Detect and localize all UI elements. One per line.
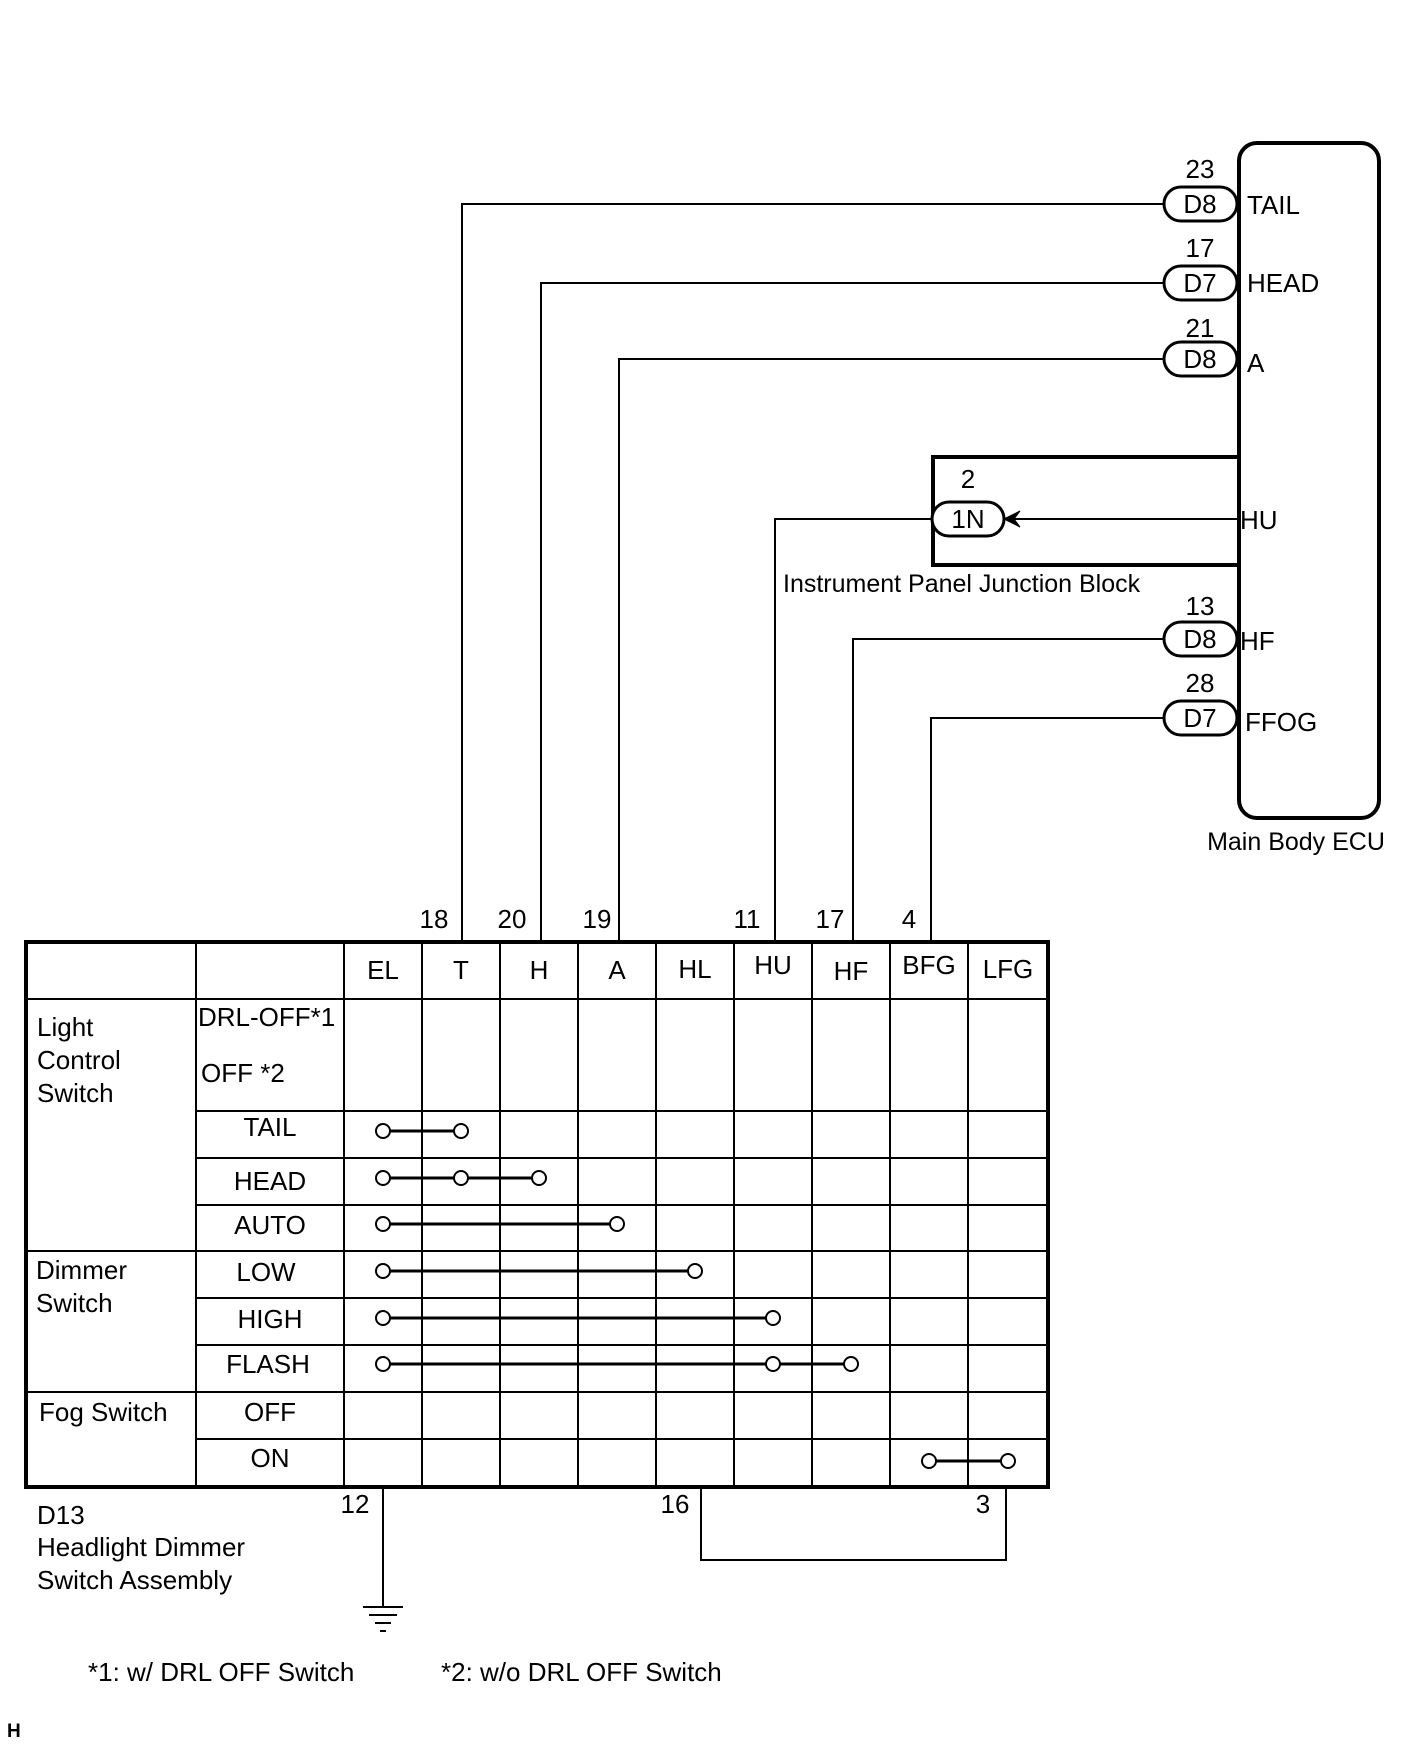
connector-d8-tail — [1162, 185, 1239, 223]
continuity-dot-low-el — [375, 1263, 391, 1279]
switch-pin-20: 20 — [498, 904, 527, 934]
note-1: *1: w/ DRL OFF Switch — [88, 1657, 354, 1687]
continuity-dot-head-t — [453, 1170, 469, 1186]
continuity-dot-low-hl — [687, 1263, 703, 1279]
switch-pin-11: 11 — [734, 904, 761, 934]
row-label-off: OFF — [244, 1397, 296, 1427]
continuity-dot-auto-a — [609, 1216, 625, 1232]
wire-hu-switch — [774, 518, 932, 942]
wire-head — [540, 282, 1164, 942]
ecu-pin-13: 13 — [1186, 591, 1215, 621]
continuity-dot-flash-hu — [765, 1356, 781, 1372]
switch-table-grid — [26, 942, 1048, 1487]
connector-d8-hf — [1162, 620, 1239, 658]
continuity-dot-high-el — [375, 1310, 391, 1326]
row-label-on: ON — [251, 1443, 290, 1473]
group-dimmer-1: Dimmer — [36, 1255, 127, 1285]
continuity-dot-tail-t — [453, 1123, 469, 1139]
connector-1n-label: 1N — [951, 504, 984, 534]
ecu-terminal-tail: TAIL — [1247, 190, 1300, 220]
wire-a — [618, 358, 1164, 942]
continuity-dot-head-el — [375, 1170, 391, 1186]
continuity-dot-auto-el — [375, 1216, 391, 1232]
column-header-lfg: LFG — [983, 954, 1034, 984]
group-fog-switch: Fog Switch — [39, 1397, 168, 1427]
column-header-hu: HU — [754, 950, 792, 980]
connector-d8-a-label: D8 — [1183, 344, 1216, 374]
column-header-a: A — [608, 955, 626, 985]
continuity-marks — [375, 1123, 1016, 1469]
wire-hf — [852, 638, 1164, 942]
note-2: *2: w/o DRL OFF Switch — [441, 1657, 722, 1687]
ecu-terminal-a: A — [1247, 348, 1265, 378]
column-header-t: T — [453, 955, 469, 985]
continuity-dot-head-h — [531, 1170, 547, 1186]
connector-d8-tail-label: D8 — [1183, 189, 1216, 219]
switch-table-border — [24, 940, 1050, 1489]
wire-ffog — [930, 717, 1164, 942]
row-label-drl-off-1: DRL-OFF*1 — [198, 1002, 335, 1032]
connector-d8-hf-label: D8 — [1183, 624, 1216, 654]
connector-d7-ffog — [1162, 699, 1239, 737]
column-header-hf: HF — [834, 956, 869, 986]
switch-pin-3: 3 — [976, 1489, 990, 1519]
continuity-dot-flash-el — [375, 1356, 391, 1372]
row-label-tail: TAIL — [244, 1112, 297, 1142]
wire-tail — [461, 203, 1164, 942]
continuity-dot-high-hu — [765, 1310, 781, 1326]
switch-pin-19: 19 — [583, 904, 612, 934]
switch-name-line1: Headlight Dimmer — [37, 1532, 245, 1562]
group-light-control-1: Light — [37, 1012, 94, 1042]
switch-column-headers: EL T H A HL HU HF BFG LFG — [367, 950, 1033, 986]
connector-d7-ffog-label: D7 — [1183, 703, 1216, 733]
corner-mark: H — [7, 1721, 21, 1742]
ecu-pin-17-head: 17 — [1186, 233, 1215, 263]
ecu-pin-21: 21 — [1186, 313, 1215, 343]
ecu-terminal-hu: HU — [1240, 505, 1278, 535]
continuity-dot-on-lfg — [1000, 1453, 1016, 1469]
switch-pin-17: 17 — [816, 904, 845, 934]
group-light-control-3: Switch — [37, 1078, 114, 1108]
group-dimmer-2: Switch — [36, 1288, 113, 1318]
junction-pin-2: 2 — [961, 464, 975, 494]
connector-d7-head — [1162, 264, 1239, 302]
row-label-low: LOW — [236, 1257, 296, 1287]
junction-block-name: Instrument Panel Junction Block — [783, 570, 1141, 598]
continuity-dot-on-bfg — [921, 1453, 937, 1469]
row-label-off-2: OFF *2 — [201, 1058, 285, 1088]
column-header-bfg: BFG — [902, 950, 955, 980]
ecu-pin-28: 28 — [1186, 668, 1215, 698]
ecu-terminal-hf: HF — [1240, 626, 1275, 656]
row-label-high: HIGH — [238, 1304, 303, 1334]
ecu-pin-23: 23 — [1186, 154, 1215, 184]
switch-pin-4: 4 — [902, 904, 916, 934]
column-header-hl: HL — [678, 954, 711, 984]
main-body-ecu-box — [1237, 141, 1381, 820]
switch-pin-18: 18 — [420, 904, 449, 934]
continuity-dot-flash-hf — [843, 1356, 859, 1372]
ground-icon — [363, 1606, 403, 1632]
wire-pin16-pin3 — [700, 1487, 1007, 1561]
junction-arrow-icon — [1002, 510, 1021, 528]
ecu-name: Main Body ECU — [1207, 828, 1385, 856]
column-header-el: EL — [367, 955, 399, 985]
row-label-flash: FLASH — [226, 1349, 310, 1379]
row-label-auto: AUTO — [234, 1210, 306, 1240]
connector-d8-a — [1162, 340, 1239, 378]
switch-name-line2: Switch Assembly — [37, 1565, 232, 1595]
row-label-head: HEAD — [234, 1166, 306, 1196]
switch-pin-16: 16 — [661, 1489, 690, 1519]
ecu-terminal-ffog: FFOG — [1245, 707, 1317, 737]
connector-d7-head-label: D7 — [1183, 268, 1216, 298]
column-header-h: H — [530, 955, 549, 985]
switch-pin-12: 12 — [341, 1489, 370, 1519]
switch-connector-d13: D13 — [37, 1500, 85, 1530]
ecu-terminal-head: HEAD — [1247, 268, 1319, 298]
continuity-dot-tail-el — [375, 1123, 391, 1139]
group-light-control-2: Control — [37, 1045, 121, 1075]
